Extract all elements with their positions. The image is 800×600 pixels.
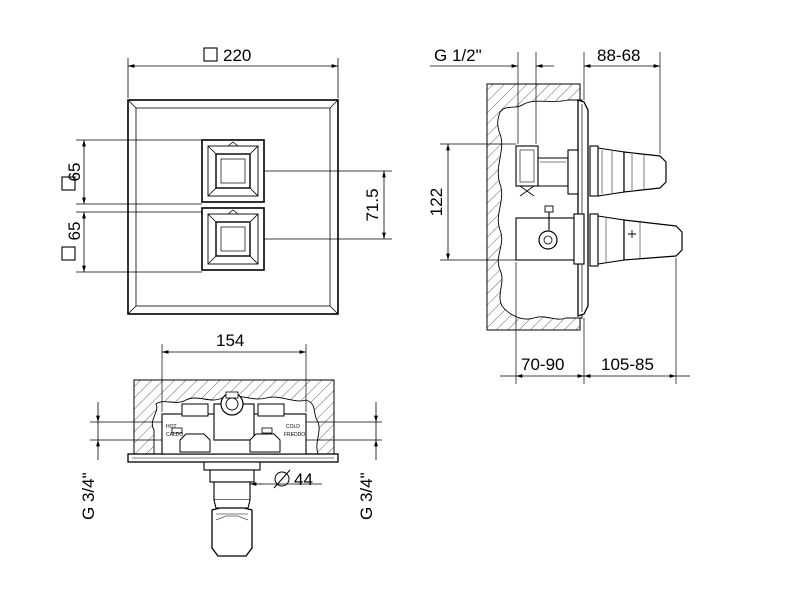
dim-handle-spacing-value: 71.5 [363, 188, 382, 221]
dim-thread-left: G 3/4" [79, 402, 162, 520]
cover-plate-bevel [135, 107, 331, 307]
side-view: G 1/2" 88-68 122 70-90 105-85 [427, 46, 690, 384]
cover-plate [127, 99, 339, 315]
dim-thread-right-value: G 3/4" [357, 472, 376, 520]
dim-handle-height-bottom: 65 [65, 222, 84, 241]
dim-pipe-diameter-value: 44 [294, 470, 313, 489]
dim-pipe-diameter: 44 [249, 469, 322, 489]
square-symbol-top [61, 176, 76, 191]
dim-depths: 70-90 105-85 [500, 258, 690, 384]
dim-width: 220 [127, 46, 339, 98]
lower-handle [201, 207, 265, 271]
dim-connection-spacing-value: 154 [216, 331, 244, 350]
dim-handle-heights: 65 65 [61, 139, 202, 273]
dim-inlet-thread: G 1/2" [430, 46, 554, 144]
front-view: 220 65 65 71.5 [61, 46, 392, 315]
dim-vertical-spacing: 122 [427, 143, 516, 261]
side-upper-valve [515, 145, 667, 197]
square-symbol-bottom [61, 246, 76, 261]
dim-wall-depth-value: 70-90 [521, 355, 564, 374]
top-view: HOT CALDO COLD FREDDO 154 [79, 331, 382, 557]
label-cold-top: COLD [286, 424, 300, 430]
label-hot-bottom: CALDO [166, 432, 183, 438]
dim-total-projection-value: 105-85 [601, 355, 654, 374]
dim-width-value: 220 [223, 46, 251, 65]
dim-thread-left-value: G 3/4" [79, 472, 98, 520]
dim-handle-projection-value: 88-68 [597, 46, 640, 65]
dim-connection-spacing: 154 [161, 331, 307, 412]
label-hot-top: HOT [166, 424, 177, 430]
side-cover-plate [577, 99, 589, 317]
top-spindle-handle [203, 461, 261, 557]
wall-cavity [497, 99, 583, 320]
dim-handle-projection: 88-68 [583, 46, 661, 154]
side-lower-valve [515, 205, 683, 267]
top-valve-body: HOT CALDO COLD FREDDO [161, 391, 307, 455]
upper-handle [201, 139, 265, 203]
dim-vertical-spacing-value: 122 [427, 188, 446, 216]
dim-inlet-thread-value: G 1/2" [434, 46, 482, 65]
label-cold-bottom: FREDDO [284, 432, 305, 438]
dim-handle-spacing: 71.5 [264, 170, 392, 240]
dim-thread-right: G 3/4" [306, 402, 382, 520]
